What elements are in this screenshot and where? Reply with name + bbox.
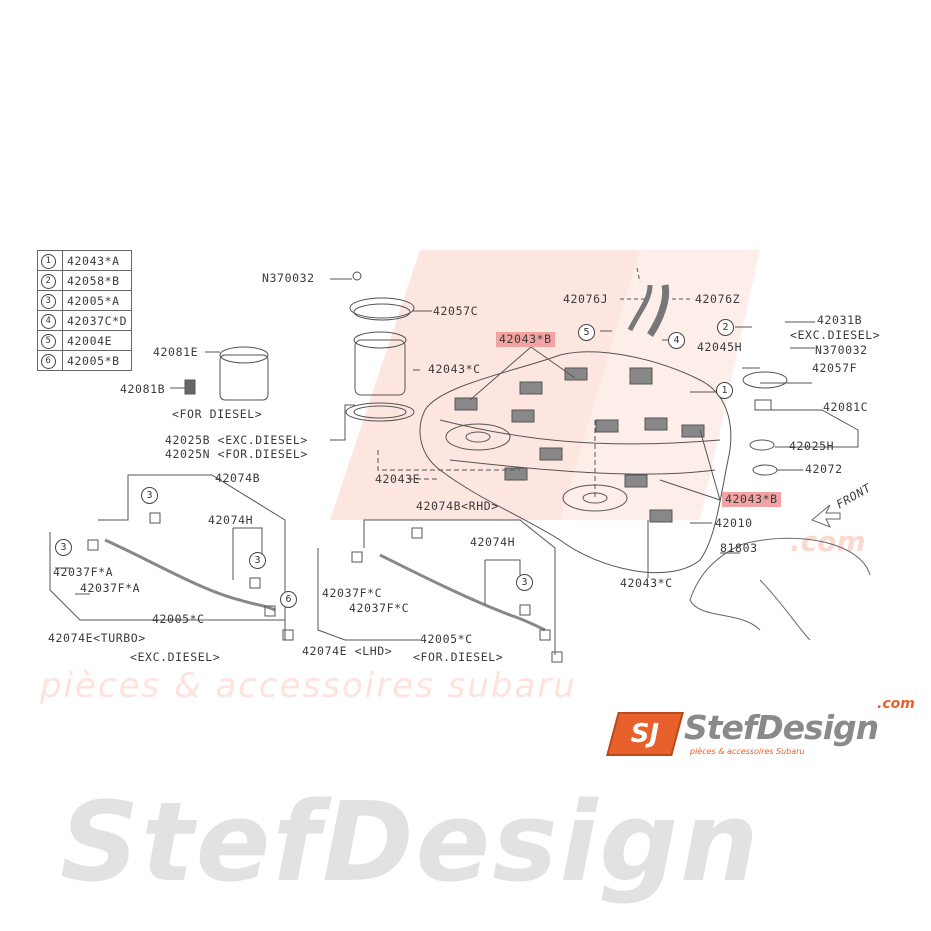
- tank-sump-left: [445, 423, 511, 451]
- part-label: 42005*C: [420, 632, 473, 646]
- part-label: 42074E <LHD>: [302, 644, 393, 658]
- part-label: 42074H: [208, 513, 254, 527]
- highlighted-part-label[interactable]: 42043*B: [496, 332, 555, 347]
- callout-circle: 3: [141, 487, 158, 504]
- diesel-filter-42081E: [219, 354, 269, 401]
- part-note: <FOR.DIESEL>: [413, 650, 504, 664]
- callout-circle: 2: [717, 319, 734, 336]
- watermark-tagline: pièces & accessoires subaru: [40, 666, 577, 706]
- part-label: 42076Z: [695, 292, 741, 306]
- fuel-pump: [354, 339, 406, 396]
- part-label: 42025B <EXC.DIESEL>: [165, 433, 308, 447]
- legend-row: 3 42005*A: [37, 290, 133, 311]
- pump-gasket: [345, 402, 415, 422]
- highlighted-part-label[interactable]: 42043*B: [722, 492, 781, 507]
- legend-row: 5 42004E: [37, 330, 133, 351]
- part-label: 42081E: [153, 345, 199, 359]
- logo-mark: SJ: [606, 712, 684, 756]
- part-label: 42037F*C: [322, 586, 383, 600]
- part-label: 42045H: [697, 340, 743, 354]
- callout-number: 3: [41, 294, 56, 309]
- pump-flange-42057C: [349, 297, 415, 319]
- part-label: 42074B: [215, 471, 261, 485]
- fuel-rail-right: [379, 553, 546, 632]
- part-label: 42081C: [823, 400, 869, 414]
- fuel-rail-left: [104, 538, 276, 612]
- logo-domain: .com: [877, 696, 915, 712]
- callout-circle: 1: [716, 382, 733, 399]
- watermark-brand: StefDesign: [60, 778, 761, 906]
- legend-part: 42005*B: [61, 350, 133, 371]
- logo-brand: StefDesign: [684, 708, 879, 747]
- part-label: 42037F*A: [80, 581, 141, 595]
- part-label: 42072: [805, 462, 843, 476]
- callout-circle: 3: [55, 539, 72, 556]
- stefdesign-logo: SJ StefDesign .com pièces & accessoires …: [606, 696, 922, 758]
- callout-number: 2: [41, 274, 56, 289]
- part-note: <FOR DIESEL>: [172, 407, 263, 421]
- part-label: 42074E<TURBO>: [48, 631, 146, 645]
- legend-table: 1 42043*A 2 42058*B 3 42005*A 4 42037C*D 5 42…: [37, 250, 133, 371]
- callout-circle: 3: [249, 552, 266, 569]
- part-label: 42057F: [812, 361, 858, 375]
- hose-42076J: [627, 284, 653, 332]
- part-label: 81803: [720, 541, 758, 555]
- legend-part: 42005*A: [61, 290, 133, 311]
- legend-part: 42058*B: [61, 270, 133, 291]
- front-arrow: [811, 504, 841, 528]
- legend-row: 1 42043*A: [37, 250, 133, 271]
- legend-row: 2 42058*B: [37, 270, 133, 291]
- part-label: N370032: [262, 271, 315, 285]
- part-label: 42076J: [563, 292, 609, 306]
- part-label: 42074H: [470, 535, 516, 549]
- part-label: N370032: [815, 343, 868, 357]
- legend-part: 42004E: [61, 330, 133, 351]
- part-label: 42005*C: [152, 612, 205, 626]
- fuel-tank: [419, 351, 732, 574]
- part-label: 42037F*C: [349, 601, 410, 615]
- part-label: 42037F*A: [53, 565, 114, 579]
- part-note: <EXC.DIESEL>: [790, 328, 881, 342]
- logo-tagline: pièces & accessoires Subaru: [690, 747, 805, 756]
- callout-number: 5: [41, 334, 56, 349]
- legend-row: 4 42037C*D: [37, 310, 133, 331]
- part-label: 42031B: [817, 313, 863, 327]
- part-label: 42043*C: [428, 362, 481, 376]
- callout-number: 6: [41, 354, 56, 369]
- part-label: 42043*C: [620, 576, 673, 590]
- callout-number: 1: [41, 254, 56, 269]
- part-label: 42074B<RHD>: [416, 499, 499, 513]
- part-note: <EXC.DIESEL>: [130, 650, 221, 664]
- callout-circle: 6: [280, 591, 297, 608]
- logo-mark-text: SJ: [630, 719, 660, 749]
- callout-circle: 3: [516, 574, 533, 591]
- legend-part: 42043*A: [61, 250, 133, 271]
- part-label: 42025N <FOR.DIESEL>: [165, 447, 308, 461]
- tank-pads: [454, 367, 705, 523]
- legend-row: 6 42005*B: [37, 350, 133, 371]
- legend-part: 42037C*D: [61, 310, 133, 331]
- watermark-sj-shape-2: [560, 250, 760, 520]
- flange-42057F: [742, 371, 788, 389]
- hose-42076Z: [647, 284, 670, 337]
- part-label: 42025H: [789, 439, 835, 453]
- callout-number: 4: [41, 314, 56, 329]
- callout-circle: 4: [668, 332, 685, 349]
- part-label: 42010: [715, 516, 753, 530]
- callout-circle: 5: [578, 324, 595, 341]
- part-label: 42043E: [375, 472, 421, 486]
- watermark-domain: .com: [790, 525, 866, 558]
- part-label: 42057C: [433, 304, 479, 318]
- part-label: 42081B: [120, 382, 166, 396]
- harness-81803: [689, 537, 871, 641]
